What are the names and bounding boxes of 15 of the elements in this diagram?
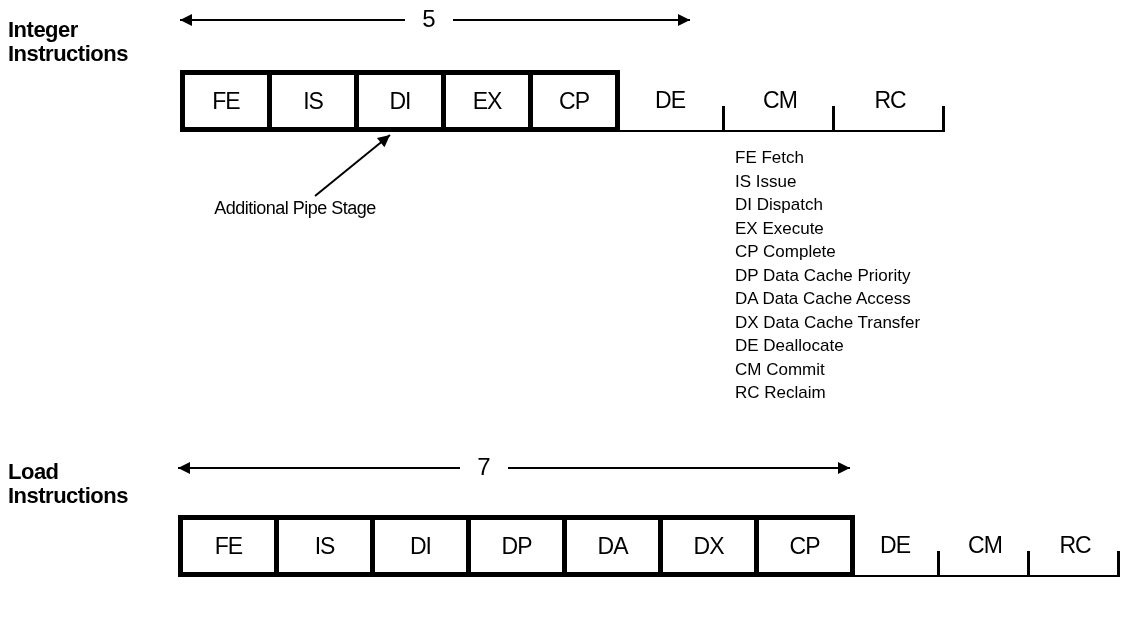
key-entry: DX Data Cache Transfer bbox=[735, 312, 922, 333]
key-entry: RC Reclaim bbox=[735, 383, 827, 403]
key-entry: DE Deallocate bbox=[735, 336, 845, 356]
annotation-text: Additional Pipe Stage bbox=[130, 198, 460, 224]
key-entry: CM Commit bbox=[735, 359, 826, 380]
key-entry: DI Dispatch bbox=[735, 195, 824, 215]
key-entry: DP Data Cache Priority bbox=[735, 265, 912, 286]
key-entry: DA Data Cache Access bbox=[735, 289, 912, 309]
row-title: Load Instructions bbox=[8, 460, 129, 508]
key-entry: CP Complete bbox=[735, 242, 837, 262]
row-title: Integer Instructions bbox=[8, 18, 129, 66]
leader-arrow bbox=[314, 134, 391, 197]
key-entry: FE Fetch bbox=[735, 148, 805, 168]
key-entry: IS Issue bbox=[735, 171, 798, 192]
key-entry: EX Execute bbox=[735, 218, 825, 239]
